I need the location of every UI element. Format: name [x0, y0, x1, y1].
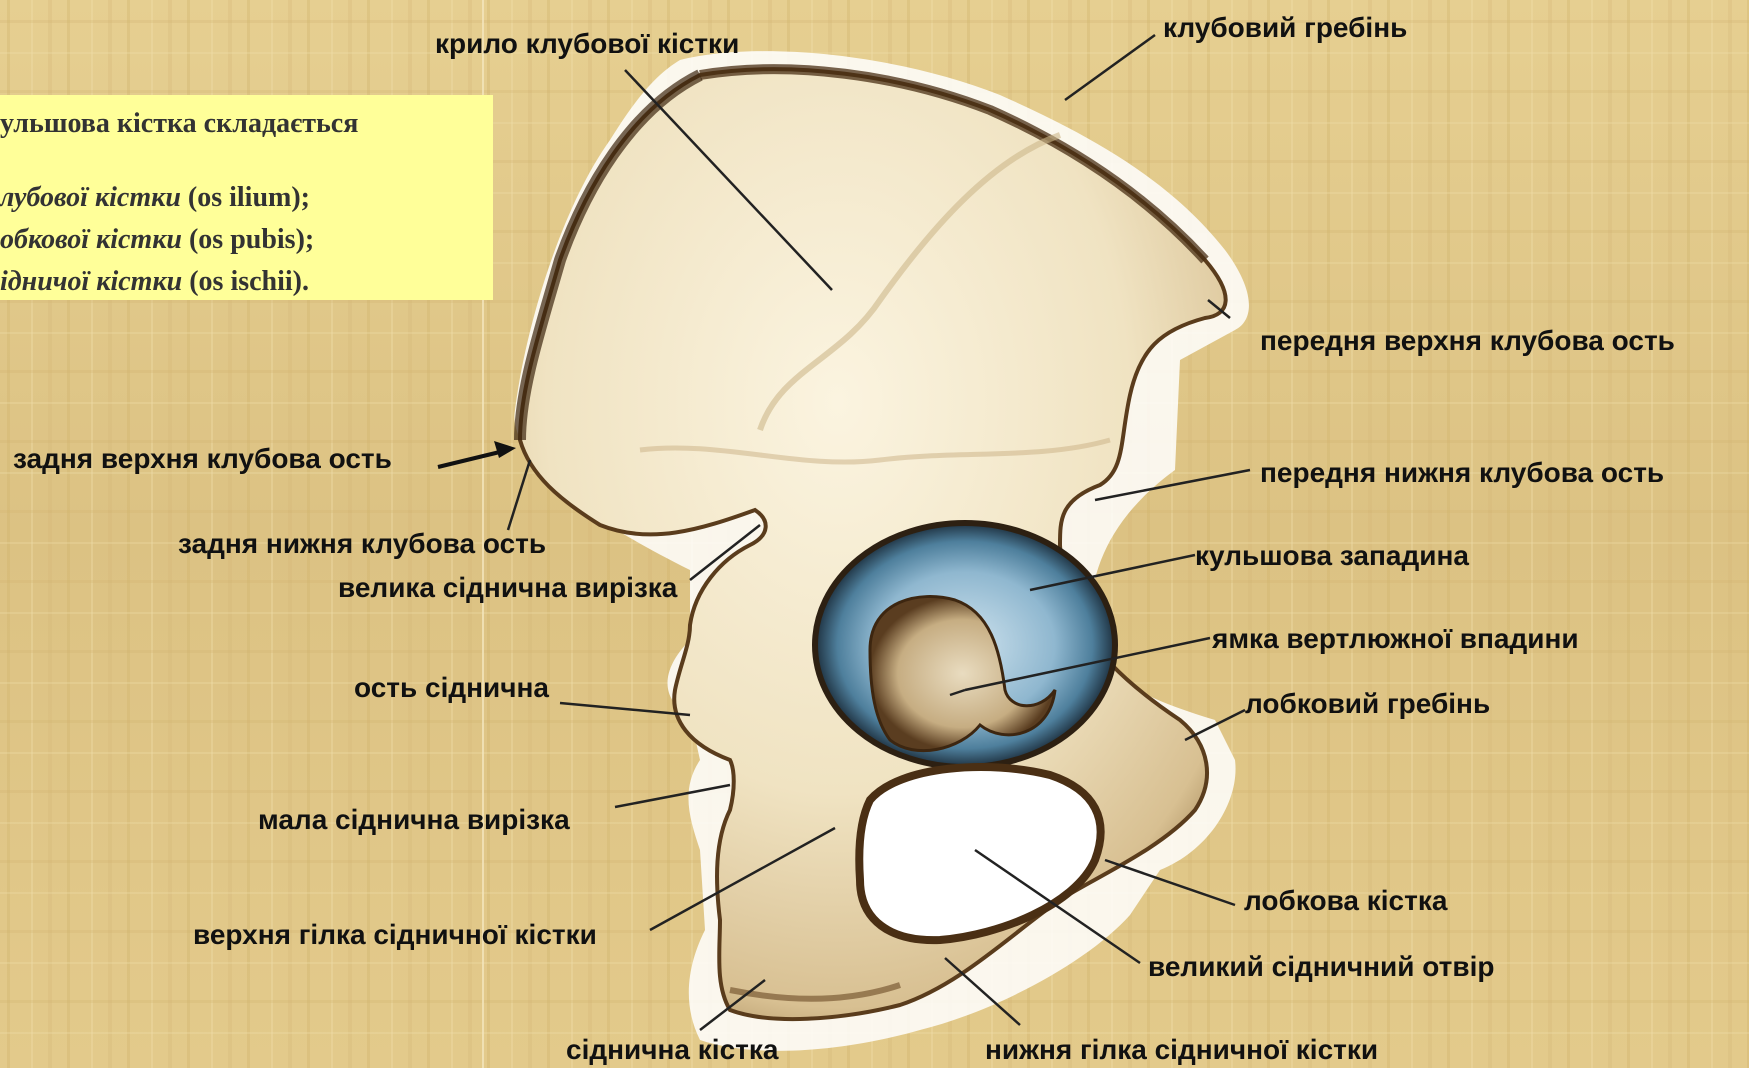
- leader-ischial-spine: [560, 703, 690, 715]
- label-crest: клубовий гребінь: [1163, 12, 1407, 44]
- label-pubic-bone: лобкова кістка: [1244, 885, 1447, 917]
- label-greater-notch: велика сіднична вирізка: [338, 572, 677, 604]
- label-wing: крило клубової кістки: [435, 28, 739, 60]
- label-acetabulum: кульшова западина: [1195, 540, 1469, 572]
- label-fossa: ямка вертлюжної впадини: [1212, 623, 1579, 655]
- label-piis: задня нижня клубова ость: [178, 528, 546, 560]
- label-pubic-crest: лобковий гребінь: [1245, 688, 1490, 720]
- label-lower-ramus: нижня гілка сідничної кістки: [985, 1034, 1378, 1066]
- arrow-psis-head: [494, 441, 516, 458]
- label-aiis: передня нижня клубова ость: [1260, 457, 1664, 489]
- label-psis: задня верхня клубова ость: [13, 443, 392, 475]
- leader-piis: [508, 460, 530, 530]
- label-foramen: великий сідничний отвір: [1148, 951, 1494, 983]
- label-lesser-notch: мала сіднична вирізка: [258, 804, 570, 836]
- label-ischium: сіднична кістка: [566, 1034, 778, 1066]
- leader-crest: [1065, 35, 1155, 100]
- label-asis: передня верхня клубова ость: [1260, 325, 1675, 357]
- label-ischial-spine: ость сіднична: [354, 672, 549, 704]
- label-upper-ramus: верхня гілка сідничної кістки: [193, 919, 597, 951]
